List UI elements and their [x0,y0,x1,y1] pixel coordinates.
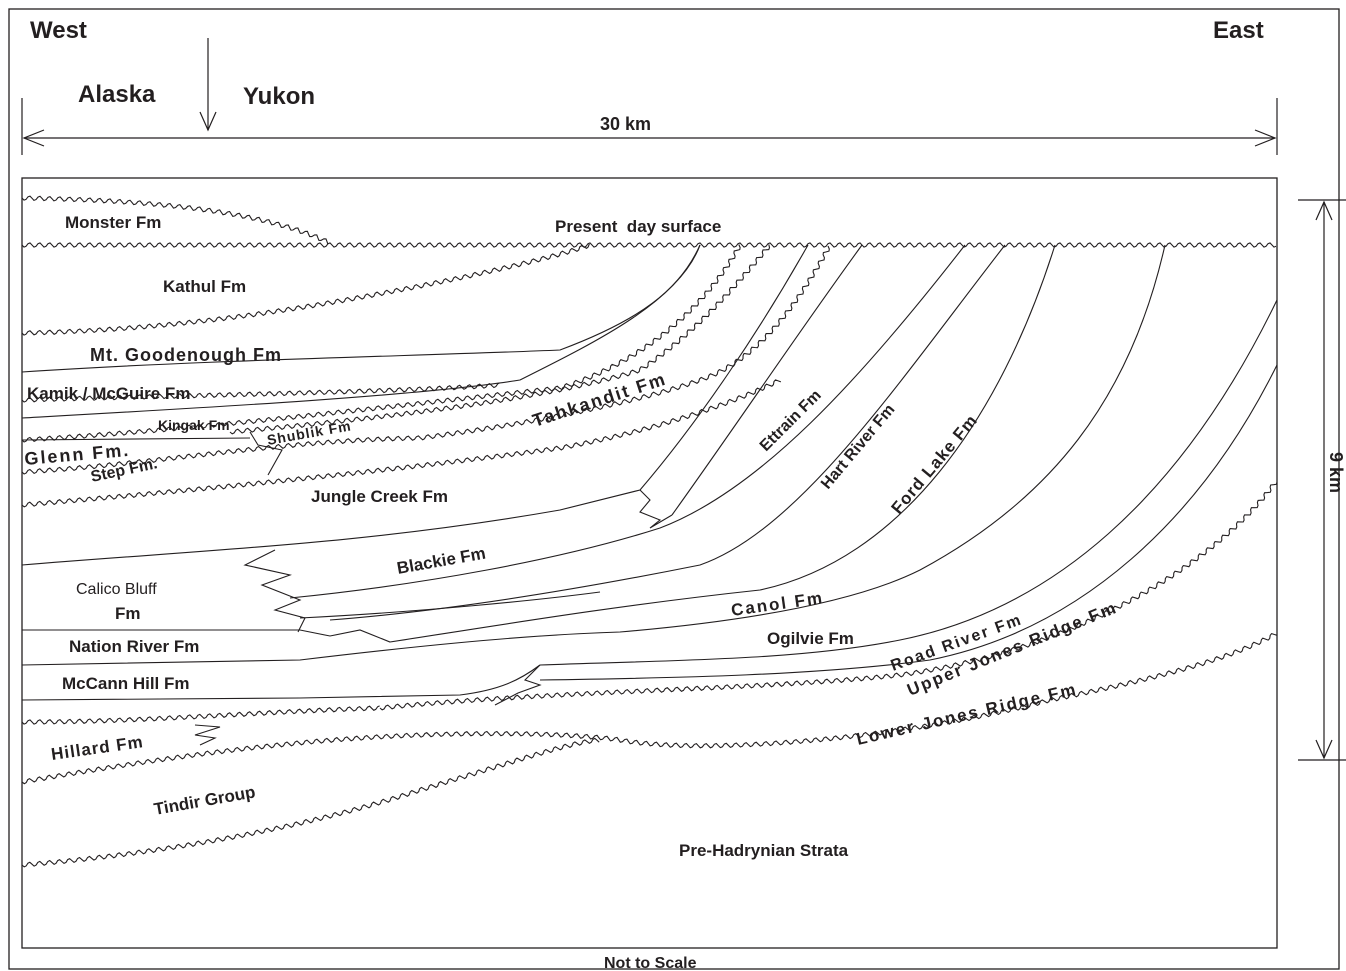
step-lower-unconformity [21,379,782,508]
label-ettrain-fm: Ettrain Fm [757,387,825,455]
upper-jones-top-unconformity [379,482,1278,711]
label-kamik-mcguire-fm: Kamik / McGuire Fm [27,384,190,403]
contact-lines [21,244,1278,746]
kingak-top-unconformity [229,244,771,435]
horizontal-scale-label: 30 km [600,114,651,134]
label-hart-river-fm: Hart River Fm [818,401,898,492]
label-mccann-hill-fm: McCann Hill Fm [62,674,190,693]
kathul-base-unconformity [21,243,590,336]
present-day-surface-line [21,242,1277,248]
west-label: West [30,17,87,44]
alaska-label: Alaska [78,81,156,108]
goodenough-base-unconformity [21,382,500,403]
lower-jones-top-unconformity [21,705,380,725]
east-label: East [1213,17,1264,44]
label-pre-hadrynian-strata: Pre-Hadrynian Strata [679,841,849,860]
label-calico-bluff-fm: Fm [115,604,141,623]
unconformity-lines [21,195,1278,868]
horizontal-scale-arrow [21,98,1278,155]
label-kingak-fm: Kingak Fm [158,417,230,433]
vertical-scale-arrow [1298,199,1346,761]
label-nation-river-fm: Nation River Fm [69,637,199,656]
not-to-scale-label: Not to Scale [604,955,697,971]
yukon-label: Yukon [243,83,315,110]
label-tindir-group: Tindir Group [152,782,256,819]
hillard-base-unconformity [21,632,1278,785]
label-hillard-fm: Hillard Fm [50,732,145,764]
monster-base-unconformity [21,195,329,245]
label-canol-fm: Canol Fm [730,588,825,620]
label-ford-lake-fm: Ford Lake Fm [888,411,982,518]
vertical-scale-label: 9 km [1326,452,1346,493]
label-monster-fm: Monster Fm [65,213,161,232]
label-mt-goodenough-fm: Mt. Goodenough Fm [90,345,282,365]
glenn-top-unconformity [21,244,741,443]
label-tahkandit-fm: Tahkandit Fm [530,369,669,431]
outer-frame [8,8,1340,970]
label-kathul-fm: Kathul Fm [163,277,246,296]
label-jungle-creek-fm: Jungle Creek Fm [311,487,448,506]
label-shublik-fm: Shublik Fm [266,417,353,448]
label-lower-jones-ridge-fm: Lower Jones Ridge Fm [855,680,1080,749]
tindir-base-unconformity [21,737,600,868]
border-arrow [199,38,217,132]
label-calico-bluff: Calico Bluff [76,581,157,598]
step-base-unconformity [21,245,830,475]
label-present-day-surface: Present day surface [555,217,721,236]
section-box [21,177,1278,949]
label-ogilvie-fm: Ogilvie Fm [767,629,854,648]
